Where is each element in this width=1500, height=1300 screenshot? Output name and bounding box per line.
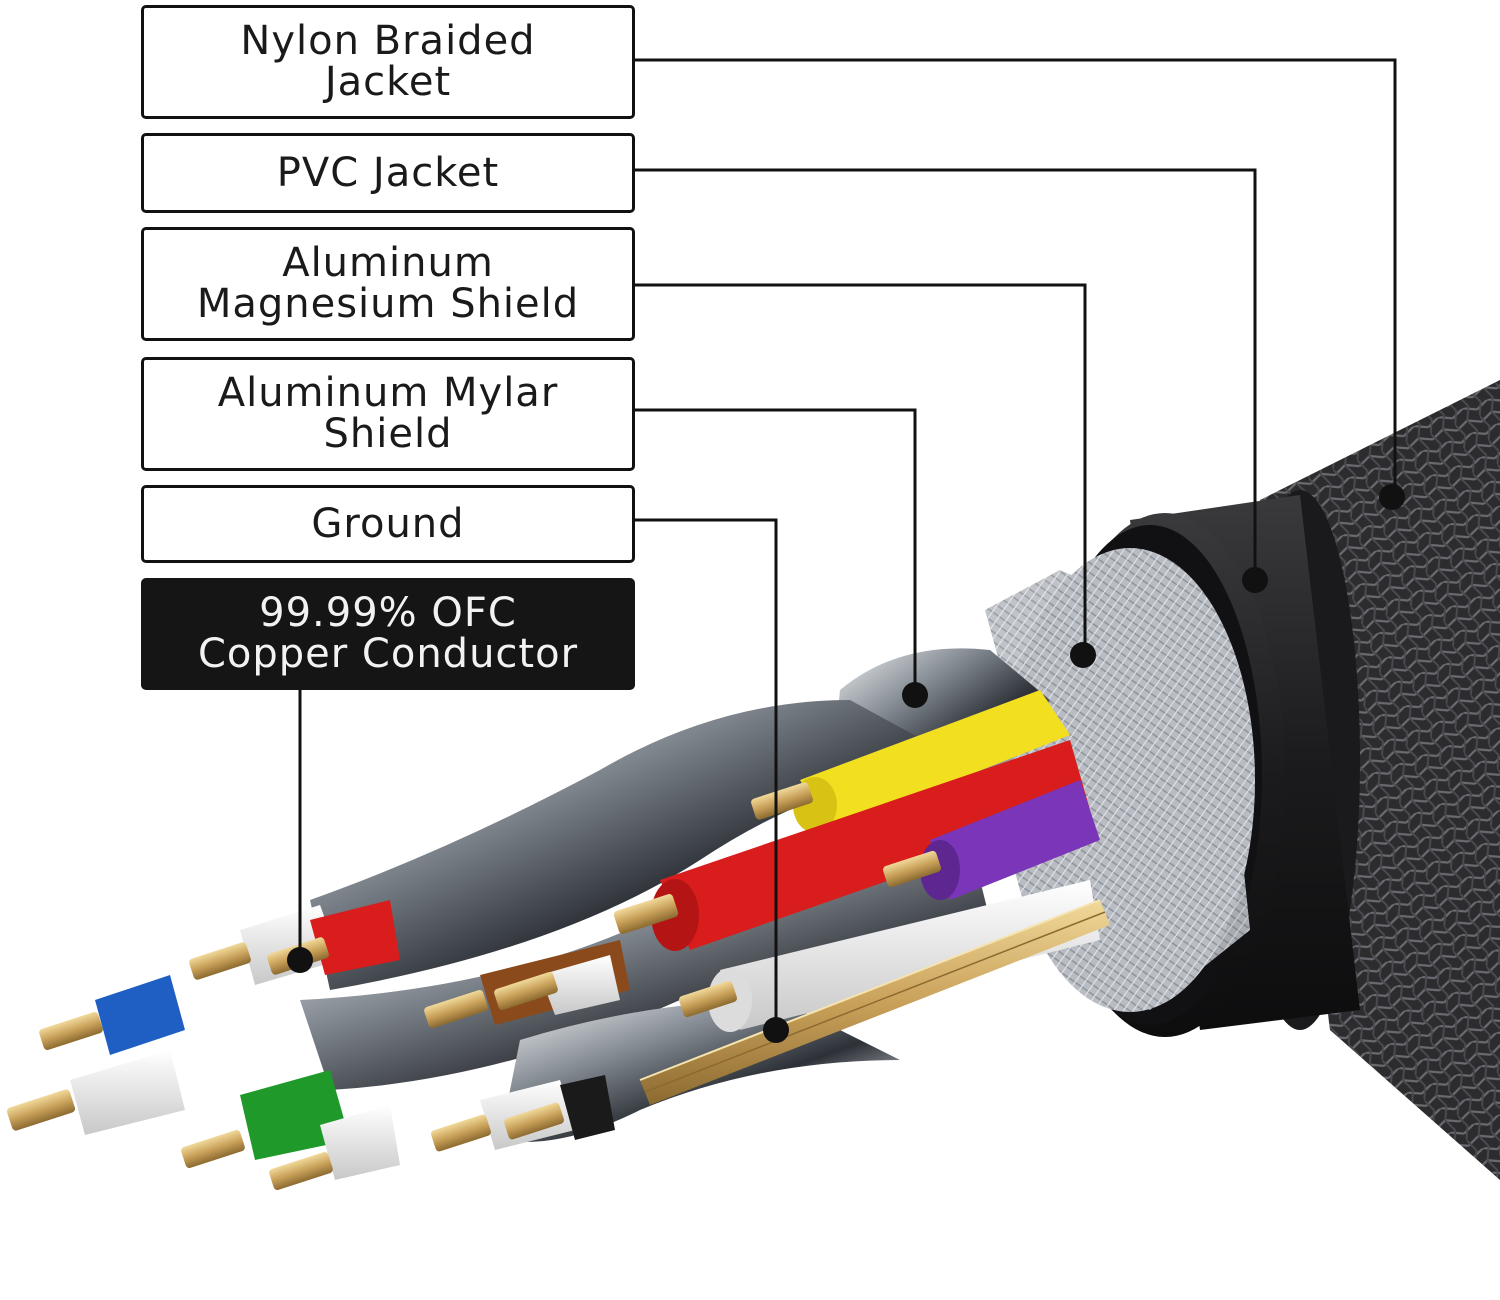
dot-magnesium	[1070, 642, 1096, 668]
label-ground: Ground	[141, 485, 635, 563]
label-aluminum-mylar-shield: Aluminum Mylar Shield	[141, 357, 635, 471]
label-aluminum-magnesium-shield: Aluminum Magnesium Shield	[141, 227, 635, 341]
leader-line-nylon	[635, 60, 1395, 497]
dot-ground	[763, 1017, 789, 1043]
wire-pair-green-white	[180, 1070, 400, 1191]
label-nylon-braided-jacket: Nylon Braided Jacket	[141, 5, 635, 119]
dot-mylar	[902, 682, 928, 708]
dot-copper	[287, 947, 313, 973]
wire-pair-blue-white	[6, 975, 185, 1135]
label-pvc-jacket: PVC Jacket	[141, 133, 635, 213]
dot-nylon	[1379, 484, 1405, 510]
dot-pvc	[1242, 567, 1268, 593]
label-copper-conductor: 99.99% OFC Copper Conductor	[141, 578, 635, 690]
